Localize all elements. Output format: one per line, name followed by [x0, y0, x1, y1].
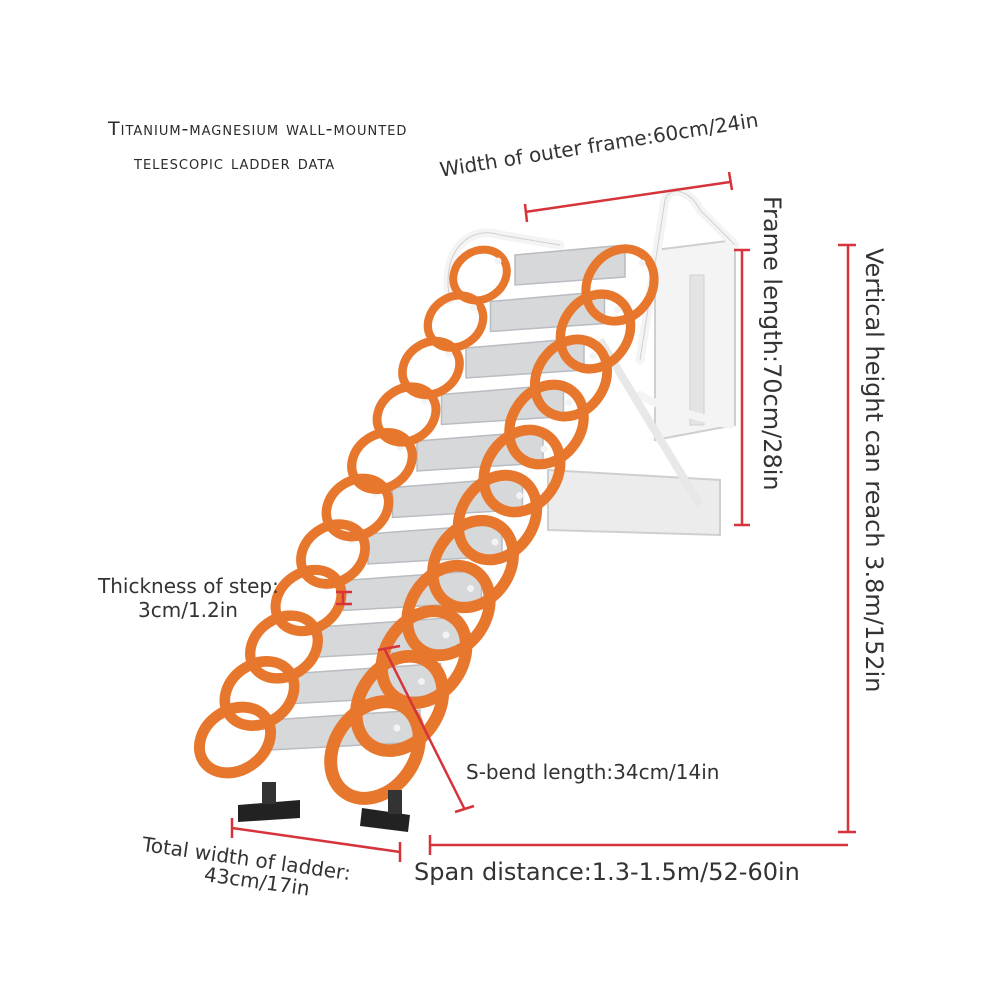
dim-s-bend-length [383, 649, 467, 811]
link-rivet [491, 538, 499, 546]
link-rivet [442, 631, 450, 639]
handrail-left-edge [447, 232, 561, 301]
vertical-height-label: Vertical height can reach 3.8m/152in [860, 248, 888, 693]
dim-tick [727, 171, 734, 191]
link-rivet [540, 445, 548, 453]
handrail-right-edge [639, 190, 736, 361]
link-left [449, 245, 511, 305]
link-right [504, 379, 589, 470]
link-rivet [614, 306, 621, 313]
link-rivet [470, 304, 477, 311]
s-bend-links [193, 244, 659, 805]
link-rivet [589, 352, 597, 360]
link-rivet [494, 257, 502, 265]
dim-outer-frame-width [524, 180, 731, 214]
link-rivet [467, 585, 474, 592]
ladder-step [514, 244, 626, 286]
step-thickness-value: 3cm/1.2in [138, 598, 238, 622]
dim-tick [523, 203, 529, 223]
frame-base [547, 468, 721, 537]
link-rivet [445, 350, 453, 358]
frame-length-label: Frame length:70cm/28in [758, 196, 786, 491]
link-right [427, 514, 519, 614]
handle-bar [636, 391, 734, 429]
foot-left-post [262, 782, 276, 804]
link-rivet [565, 399, 572, 406]
link-rivet [638, 259, 646, 267]
link-right [581, 244, 659, 326]
link-rivet [516, 492, 523, 499]
title-line-1: Titanium-magnesium wall-mounted [108, 118, 408, 140]
link-right [375, 604, 473, 710]
ladder-steps [269, 244, 626, 751]
link-right [401, 559, 496, 662]
foot-left [238, 800, 300, 822]
foot-right-post [388, 790, 402, 814]
link-right [478, 424, 566, 518]
dimension-lines [230, 171, 856, 862]
link-right [349, 650, 450, 757]
support-arm [596, 337, 704, 508]
ladder-feet [238, 782, 410, 832]
s-bend-length-label: S-bend length:34cm/14in [466, 760, 720, 784]
foot-right [360, 808, 410, 832]
frame-spring [689, 274, 705, 426]
link-rivet [418, 678, 425, 685]
link-left [423, 291, 488, 352]
step-thickness-label: Thickness of step: [98, 574, 279, 598]
wall-frame [443, 186, 740, 537]
link-left [193, 701, 277, 779]
link-right [529, 334, 613, 422]
dim-total-width [231, 826, 401, 854]
span-distance-label: Span distance:1.3-1.5m/52-60in [414, 858, 800, 886]
link-rivet [393, 724, 401, 732]
link-right [452, 469, 543, 566]
title-line-2: telescopic ladder data [134, 152, 336, 174]
dim-tick [454, 804, 475, 814]
link-right [555, 289, 636, 374]
dim-tick [377, 644, 401, 652]
